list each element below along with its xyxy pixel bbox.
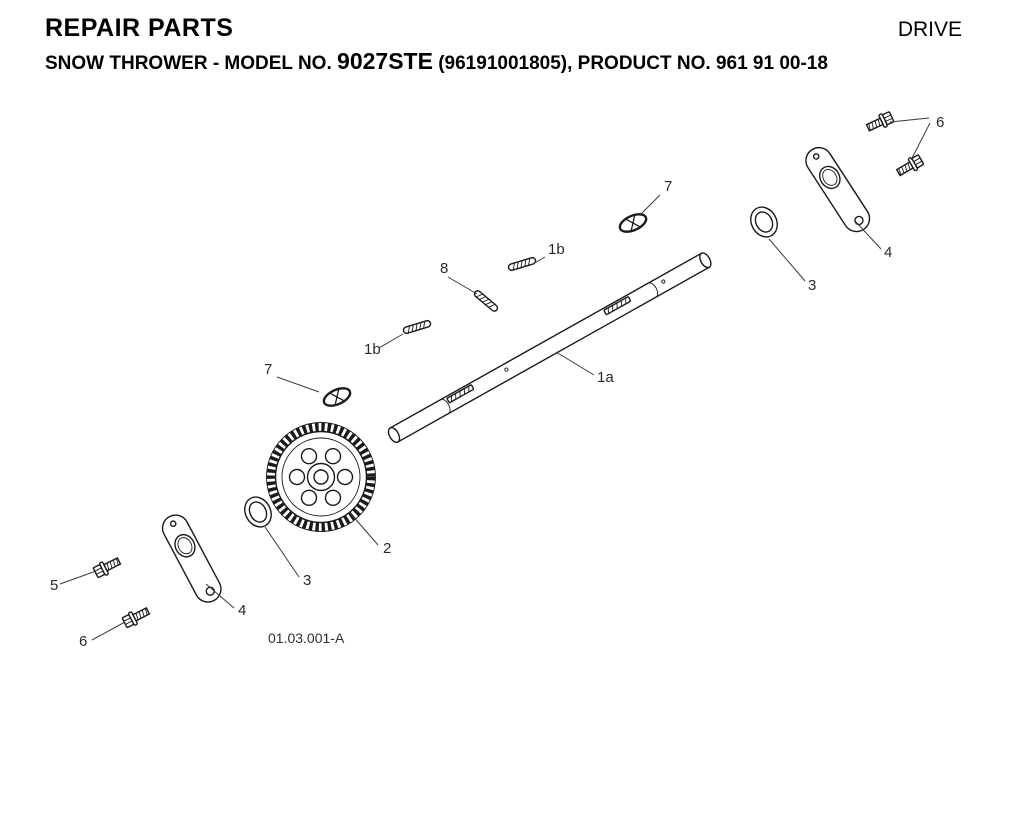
callout-3-upper: 3 [808, 277, 816, 294]
leader-line [59, 570, 97, 585]
leader-line [91, 621, 126, 641]
model-line: SNOW THROWER - MODEL NO. 9027STE (961910… [45, 48, 962, 75]
bolt-upper-2 [894, 152, 926, 180]
gear-wheel [266, 422, 376, 532]
header-row-1: REPAIR PARTS DRIVE [45, 14, 962, 43]
callout-1a: 1a [597, 369, 614, 386]
leader-line [889, 117, 930, 123]
leader-line [530, 256, 546, 266]
ring-clip-upper [616, 209, 650, 237]
leader-line [855, 221, 882, 250]
bolt-5 [91, 554, 123, 580]
callout-5: 5 [50, 577, 58, 594]
flange-bracket-upper [800, 141, 876, 238]
callout-4-upper: 4 [884, 244, 892, 261]
pin-8 [472, 288, 500, 314]
leader-line [768, 238, 806, 282]
model-number: 9027STE [337, 48, 433, 74]
bolt-lower [120, 604, 152, 630]
page-header: REPAIR PARTS DRIVE SNOW THROWER - MODEL … [45, 14, 962, 75]
washer-upper [744, 201, 784, 243]
callout-2: 2 [383, 540, 391, 557]
leader-line [350, 513, 379, 546]
leader-line [447, 276, 478, 295]
leader-line [555, 351, 595, 376]
drive-shaft [387, 252, 712, 444]
leader-line [640, 194, 661, 215]
leader-line [264, 526, 300, 578]
leader-line [276, 376, 320, 393]
leader-line [910, 122, 931, 161]
callout-6-lower: 6 [79, 633, 87, 650]
leader-line [205, 583, 235, 609]
page-title: REPAIR PARTS [45, 14, 234, 42]
ring-clip-lower [320, 383, 354, 411]
drawing-code: 01.03.001-A [268, 630, 345, 646]
leader-lines [59, 117, 931, 641]
callout-1b-upper: 1b [548, 241, 565, 258]
leader-line [378, 333, 404, 349]
roll-pin-lower [401, 319, 433, 335]
model-line-prefix: SNOW THROWER - MODEL NO. [45, 53, 332, 74]
model-line-suffix: (96191001805), PRODUCT NO. 961 91 00-18 [438, 53, 828, 74]
callout-3-lower: 3 [303, 572, 311, 589]
section-title: DRIVE [897, 18, 962, 41]
callout-4-lower: 4 [238, 602, 246, 619]
callout-7-upper: 7 [664, 178, 672, 195]
callout-8: 8 [440, 260, 448, 277]
callout-1b-lower: 1b [364, 341, 381, 358]
callout-6-upper: 6 [936, 114, 944, 131]
callout-7-lower: 7 [264, 361, 272, 378]
